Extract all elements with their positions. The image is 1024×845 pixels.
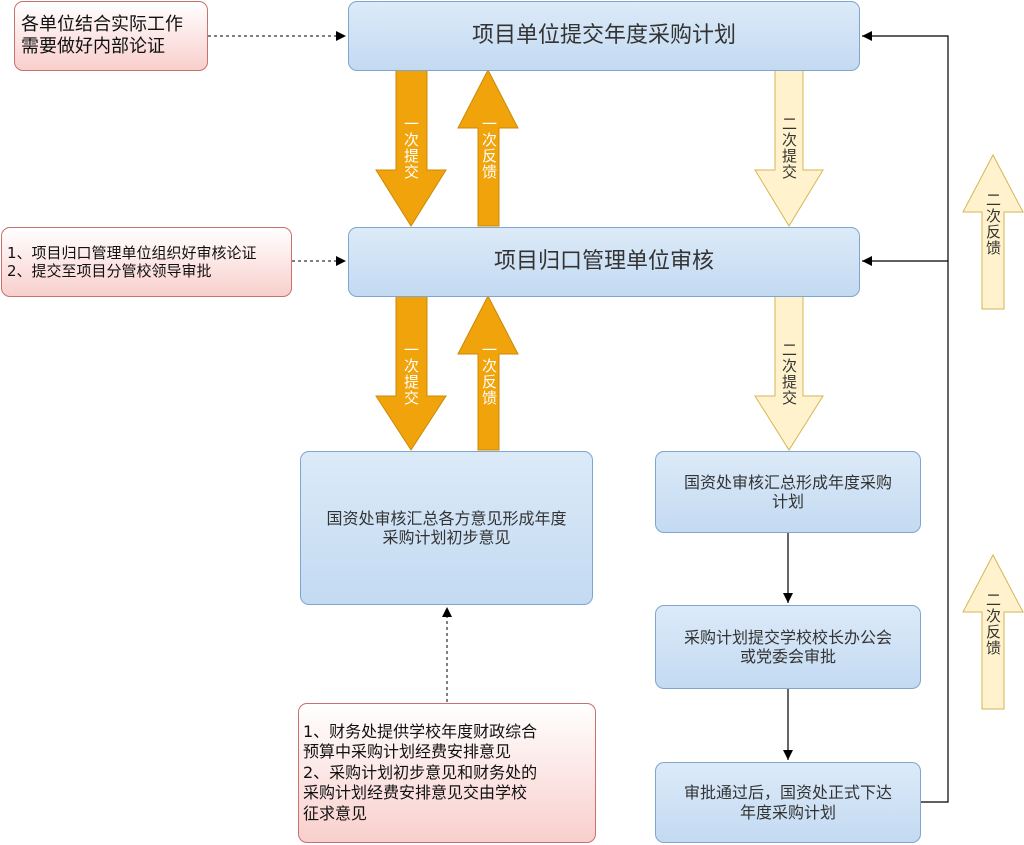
second-feedback-arrow-upper <box>962 153 1024 310</box>
node-review-unit: 项目归口管理单位审核 <box>348 227 860 297</box>
node-final-issue: 审批通过后，国资处正式下达 年度采购计划 <box>655 762 921 843</box>
second-submit-arrow-bottom <box>754 295 824 451</box>
label-first-submit-top: 一次提交 <box>402 116 420 180</box>
label-second-submit-bottom: 二次提交 <box>780 342 798 406</box>
second-feedback-arrow-lower <box>962 553 1024 710</box>
label-first-submit-bottom: 一次提交 <box>402 342 420 406</box>
note-internal-demo: 各单位结合实际工作 需要做好内部论证 <box>14 1 208 71</box>
second-submit-arrow-top <box>754 69 824 227</box>
label-first-feedback-top: 一次反馈 <box>480 116 498 180</box>
label-second-feedback-upper: 二次反馈 <box>984 192 1002 256</box>
node-preliminary-opinion: 国资处审核汇总各方意见形成年度 采购计划初步意见 <box>300 451 593 605</box>
node-summary-plan: 国资处审核汇总形成年度采购 计划 <box>655 451 921 533</box>
label-first-feedback-bottom: 一次反馈 <box>480 342 498 406</box>
label-second-feedback-lower: 二次反馈 <box>984 592 1002 656</box>
node-submit-plan: 项目单位提交年度采购计划 <box>348 1 860 71</box>
note-review-steps: 1、项目归口管理单位组织好审核论证 2、提交至项目分管校领导审批 <box>1 227 292 297</box>
first-feedback-arrow-top <box>457 68 519 227</box>
note-finance-steps: 1、财务处提供学校年度财政综合 预算中采购计划经费安排意见 2、采购计划初步意见… <box>298 703 596 843</box>
label-second-submit-top: 二次提交 <box>780 116 798 180</box>
feedback-loop-line <box>862 31 949 803</box>
node-president-meeting: 采购计划提交学校校长办公会 或党委会审批 <box>655 605 921 689</box>
first-feedback-arrow-bottom <box>457 294 519 451</box>
first-submit-arrow-bottom <box>375 295 447 451</box>
first-submit-arrow-top <box>375 69 447 227</box>
